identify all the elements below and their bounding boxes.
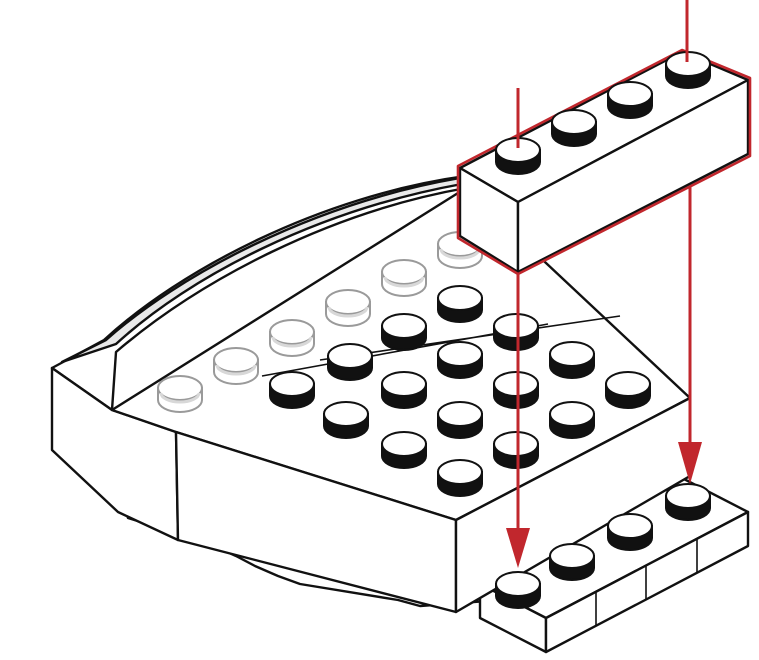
plate-stud xyxy=(666,484,710,520)
stud xyxy=(494,372,538,408)
brick-stud xyxy=(552,110,596,146)
ghost-stud xyxy=(382,260,426,296)
ghost-stud xyxy=(326,290,370,326)
stud xyxy=(606,372,650,408)
stud xyxy=(438,286,482,322)
plate-stud xyxy=(608,514,652,550)
stud xyxy=(270,372,314,408)
stud xyxy=(324,402,368,438)
stud xyxy=(382,432,426,468)
stud xyxy=(550,402,594,438)
stud xyxy=(438,460,482,496)
ghost-stud xyxy=(270,320,314,356)
ghost-stud xyxy=(158,376,202,412)
stud xyxy=(328,344,372,380)
stud xyxy=(382,372,426,408)
stud xyxy=(438,402,482,438)
brick-stud xyxy=(608,82,652,118)
stud xyxy=(494,432,538,468)
stud xyxy=(438,342,482,378)
plate-stud xyxy=(550,544,594,580)
plate-stud xyxy=(496,572,540,608)
stud xyxy=(550,342,594,378)
ghost-stud xyxy=(214,348,258,384)
stud xyxy=(382,314,426,350)
stud xyxy=(494,314,538,350)
